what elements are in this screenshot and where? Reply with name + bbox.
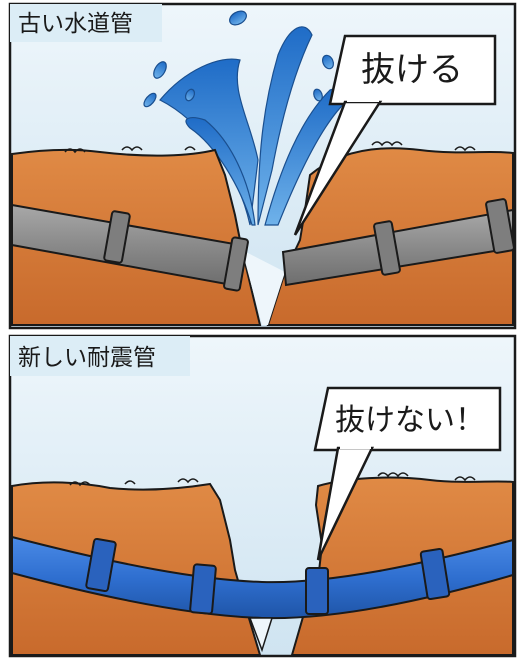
callout-new-text: 抜けない！ xyxy=(335,403,485,438)
grass-tufts-new xyxy=(69,472,476,487)
callout-old: 抜ける xyxy=(293,34,497,236)
old-pipe-left xyxy=(11,203,249,292)
new-pipe xyxy=(11,535,514,620)
callout-new: 抜けない！ xyxy=(313,386,502,561)
panel-new-pipe: 新しい耐震管 抜けない！ xyxy=(8,334,517,658)
ground-crack xyxy=(242,250,285,325)
old-pipe-right xyxy=(281,198,515,287)
water-jet xyxy=(143,10,351,226)
panel-old-title-text: 古い水道管 xyxy=(18,11,133,37)
panel-new-title-text: 新しい耐震管 xyxy=(18,345,156,371)
callout-old-text: 抜ける xyxy=(361,50,463,90)
panel-old-pipe: 古い水道管 抜ける xyxy=(8,2,517,330)
panel-new-title: 新しい耐震管 xyxy=(10,336,190,376)
ground-crack-new xyxy=(248,617,274,653)
panel-old-title: 古い水道管 xyxy=(10,4,162,42)
grass-tufts xyxy=(64,141,476,154)
